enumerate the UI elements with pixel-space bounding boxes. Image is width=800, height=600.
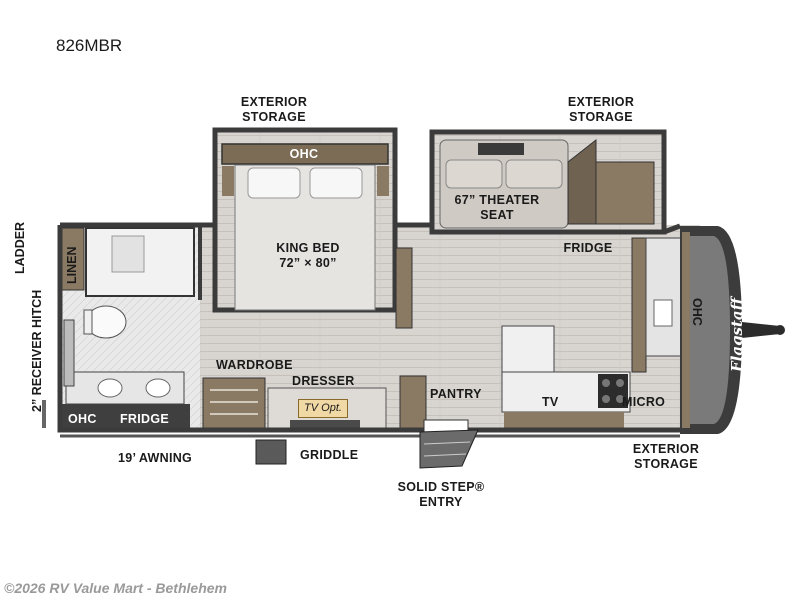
toilet-tank xyxy=(83,309,93,335)
nightstand-left xyxy=(222,166,234,196)
label-dresser: DRESSER xyxy=(292,374,355,388)
label-receiver-hitch: 2” RECEIVER HITCH xyxy=(30,289,44,412)
cooktop xyxy=(598,374,628,408)
label-awning: 19’ AWNING xyxy=(118,451,193,465)
label-fridge-rear: FRIDGE xyxy=(120,412,170,426)
bedroom-ohc xyxy=(221,143,389,165)
shower-seat xyxy=(111,235,145,273)
sink-left xyxy=(97,378,123,398)
sink-right xyxy=(145,378,171,398)
rear-cabinets xyxy=(60,404,190,430)
hitch-tongue xyxy=(742,322,780,338)
nightstand-right xyxy=(377,166,389,196)
label-ladder: LADDER xyxy=(13,221,27,274)
seat-cushion-left xyxy=(445,159,503,189)
wardrobe xyxy=(202,377,266,431)
front-ohc xyxy=(682,232,690,428)
brand-logo: Flagstaff xyxy=(728,297,746,372)
front-kitchen-cabinet xyxy=(631,237,647,373)
label-pantry: PANTRY xyxy=(430,387,482,401)
pillow-left xyxy=(247,167,301,199)
label-griddle: GRIDDLE xyxy=(300,448,359,462)
model-number: 826MBR xyxy=(56,36,123,55)
label-fridge-kitchen: FRIDGE xyxy=(563,241,613,255)
pantry-cabinet xyxy=(399,375,427,431)
label-ohc-rear: OHC xyxy=(68,412,97,426)
theater-seat-table xyxy=(478,143,524,155)
label-tv-optional: TV Opt. xyxy=(298,399,348,418)
mid-cabinet xyxy=(395,247,413,329)
label-tv: TV xyxy=(542,395,559,409)
pillow-right xyxy=(309,167,363,199)
kitchen-sink-area xyxy=(645,237,683,357)
label-wardrobe: WARDROBE xyxy=(216,358,293,372)
label-ohc-front: OHC xyxy=(690,298,704,326)
label-linen: LINEN xyxy=(65,246,79,285)
seat-cushion-right xyxy=(505,159,563,189)
griddle xyxy=(255,439,287,465)
label-micro: MICRO xyxy=(622,395,666,409)
rear-mirror xyxy=(63,319,75,387)
kitchen-sink xyxy=(653,299,673,327)
exterior-walls xyxy=(57,222,681,433)
label-entry: SOLID STEP®ENTRY xyxy=(397,480,485,509)
dresser-tv xyxy=(290,420,360,428)
label-bedroom-ohc: OHC xyxy=(289,147,319,161)
tv-cabinet xyxy=(504,412,624,430)
watermark: ©2026 RV Value Mart - Bethlehem xyxy=(4,580,227,596)
fridge-door xyxy=(567,138,597,225)
entry-step xyxy=(419,429,479,469)
